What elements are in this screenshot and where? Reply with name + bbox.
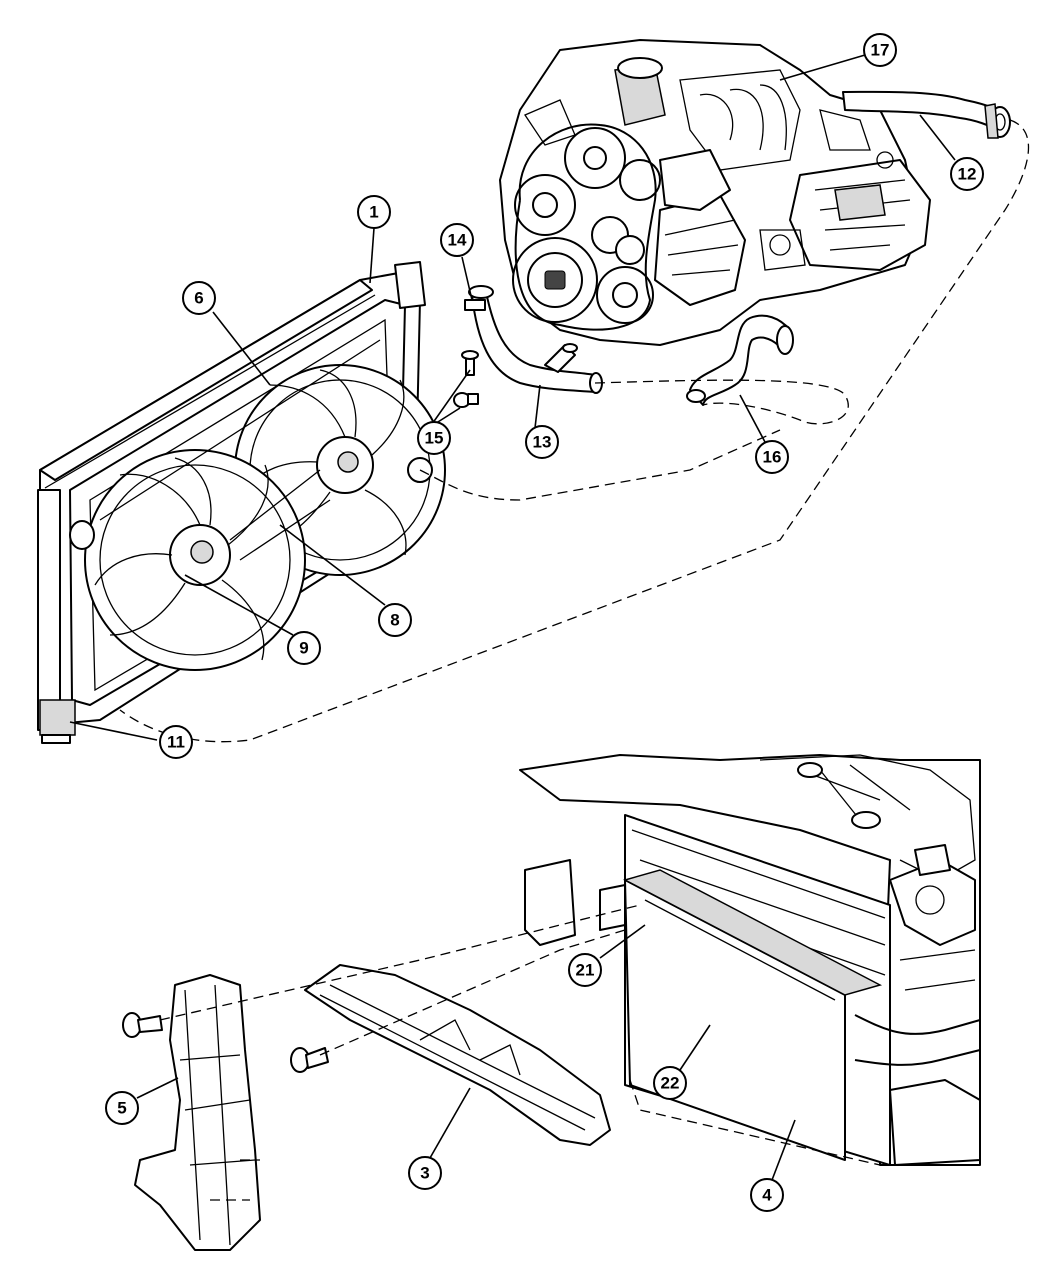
upper-air-deflector [304, 964, 611, 1146]
svg-text:17: 17 [871, 41, 890, 60]
callout-4: 4 [750, 1178, 784, 1212]
svg-text:13: 13 [533, 433, 552, 452]
callout-1: 1 [357, 195, 391, 229]
svg-text:5: 5 [117, 1099, 126, 1118]
upper-radiator-hose [842, 90, 1011, 139]
lower-radiator-hose [686, 314, 794, 406]
callout-9: 9 [287, 631, 321, 665]
callout-21: 21 [568, 953, 602, 987]
callout-16: 16 [755, 440, 789, 474]
svg-text:16: 16 [763, 448, 782, 467]
svg-text:8: 8 [390, 611, 399, 630]
callout-15: 15 [417, 421, 451, 455]
callout-14: 14 [440, 223, 474, 257]
callout-12: 12 [950, 157, 984, 191]
callout-13: 13 [525, 425, 559, 459]
engine-assembly [499, 39, 931, 346]
svg-text:6: 6 [194, 289, 203, 308]
push-pin-fastener [122, 1012, 329, 1073]
svg-text:11: 11 [167, 733, 185, 752]
callout-22: 22 [653, 1066, 687, 1100]
callout-11: 11 [159, 725, 193, 759]
leader-lines [69, 54, 956, 1181]
svg-text:12: 12 [958, 165, 977, 184]
screw-15 [453, 350, 479, 408]
callout-5: 5 [105, 1091, 139, 1125]
svg-text:21: 21 [576, 961, 595, 980]
installation-lines [119, 119, 1030, 1201]
svg-text:15: 15 [425, 429, 444, 448]
callout-3: 3 [408, 1156, 442, 1190]
svg-text:9: 9 [299, 639, 308, 658]
svg-text:1: 1 [369, 203, 378, 222]
svg-text:14: 14 [448, 231, 467, 250]
svg-text:22: 22 [661, 1074, 680, 1093]
callout-8: 8 [378, 603, 412, 637]
callout-17: 17 [863, 33, 897, 67]
svg-text:3: 3 [420, 1164, 429, 1183]
callout-6: 6 [182, 281, 216, 315]
svg-text:4: 4 [762, 1186, 772, 1205]
radiator-fan-assembly [37, 261, 446, 744]
side-air-deflector [134, 974, 261, 1251]
